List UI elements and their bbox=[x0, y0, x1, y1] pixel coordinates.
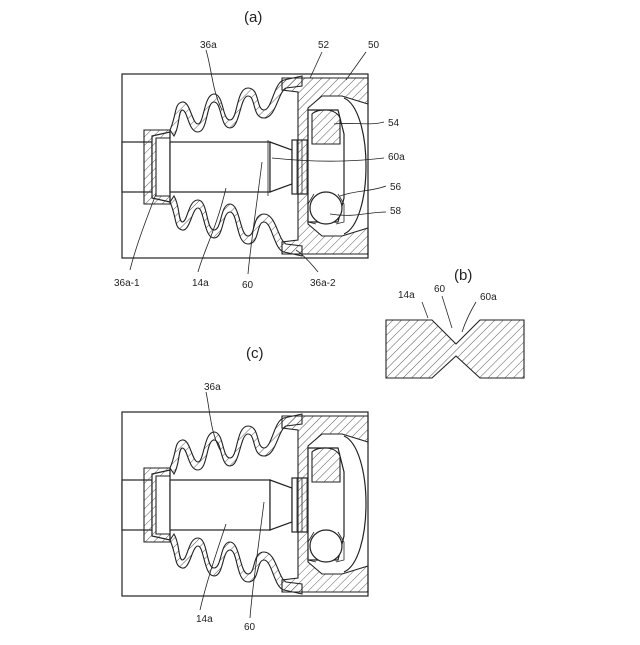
ref-54: 54 bbox=[388, 118, 400, 129]
figure-a-joint-drawing bbox=[122, 74, 368, 258]
ref-c-14a: 14a bbox=[196, 614, 213, 625]
ref-36a: 36a bbox=[200, 40, 217, 51]
figure-a: (a) 36a 52 50 54 60a 56 58 36a-1 14a 60 … bbox=[114, 9, 405, 291]
figure-c-joint-drawing bbox=[122, 412, 368, 596]
ref-60a: 60a bbox=[388, 152, 405, 163]
ref-c-36a: 36a bbox=[204, 382, 221, 393]
figure-b-label: (b) bbox=[454, 267, 472, 284]
leader-56 bbox=[340, 186, 386, 196]
leader-b-60 bbox=[442, 296, 452, 328]
ref-56: 56 bbox=[390, 182, 402, 193]
shaft-groove-section bbox=[386, 320, 524, 378]
leader-36a-1 bbox=[130, 194, 156, 270]
ref-c-60: 60 bbox=[244, 622, 256, 633]
ref-b-60a: 60a bbox=[480, 292, 497, 303]
ref-b-60: 60 bbox=[434, 284, 446, 295]
ref-14a: 14a bbox=[192, 278, 209, 289]
ref-60: 60 bbox=[242, 280, 254, 291]
ref-b-14a: 14a bbox=[398, 290, 415, 301]
ref-52: 52 bbox=[318, 40, 330, 51]
figure-c: (c) 36a 14a 60 bbox=[122, 345, 368, 633]
ref-50: 50 bbox=[368, 40, 380, 51]
ref-36a-1: 36a-1 bbox=[114, 278, 140, 289]
leader-50 bbox=[346, 52, 366, 80]
ref-58: 58 bbox=[390, 206, 402, 217]
figure-b: (b) 14a 60 60a bbox=[386, 267, 524, 378]
figure-a-label: (a) bbox=[244, 9, 262, 26]
figure-c-label: (c) bbox=[246, 345, 264, 362]
ref-36a-2: 36a-2 bbox=[310, 278, 336, 289]
leader-b-14a bbox=[422, 302, 428, 318]
